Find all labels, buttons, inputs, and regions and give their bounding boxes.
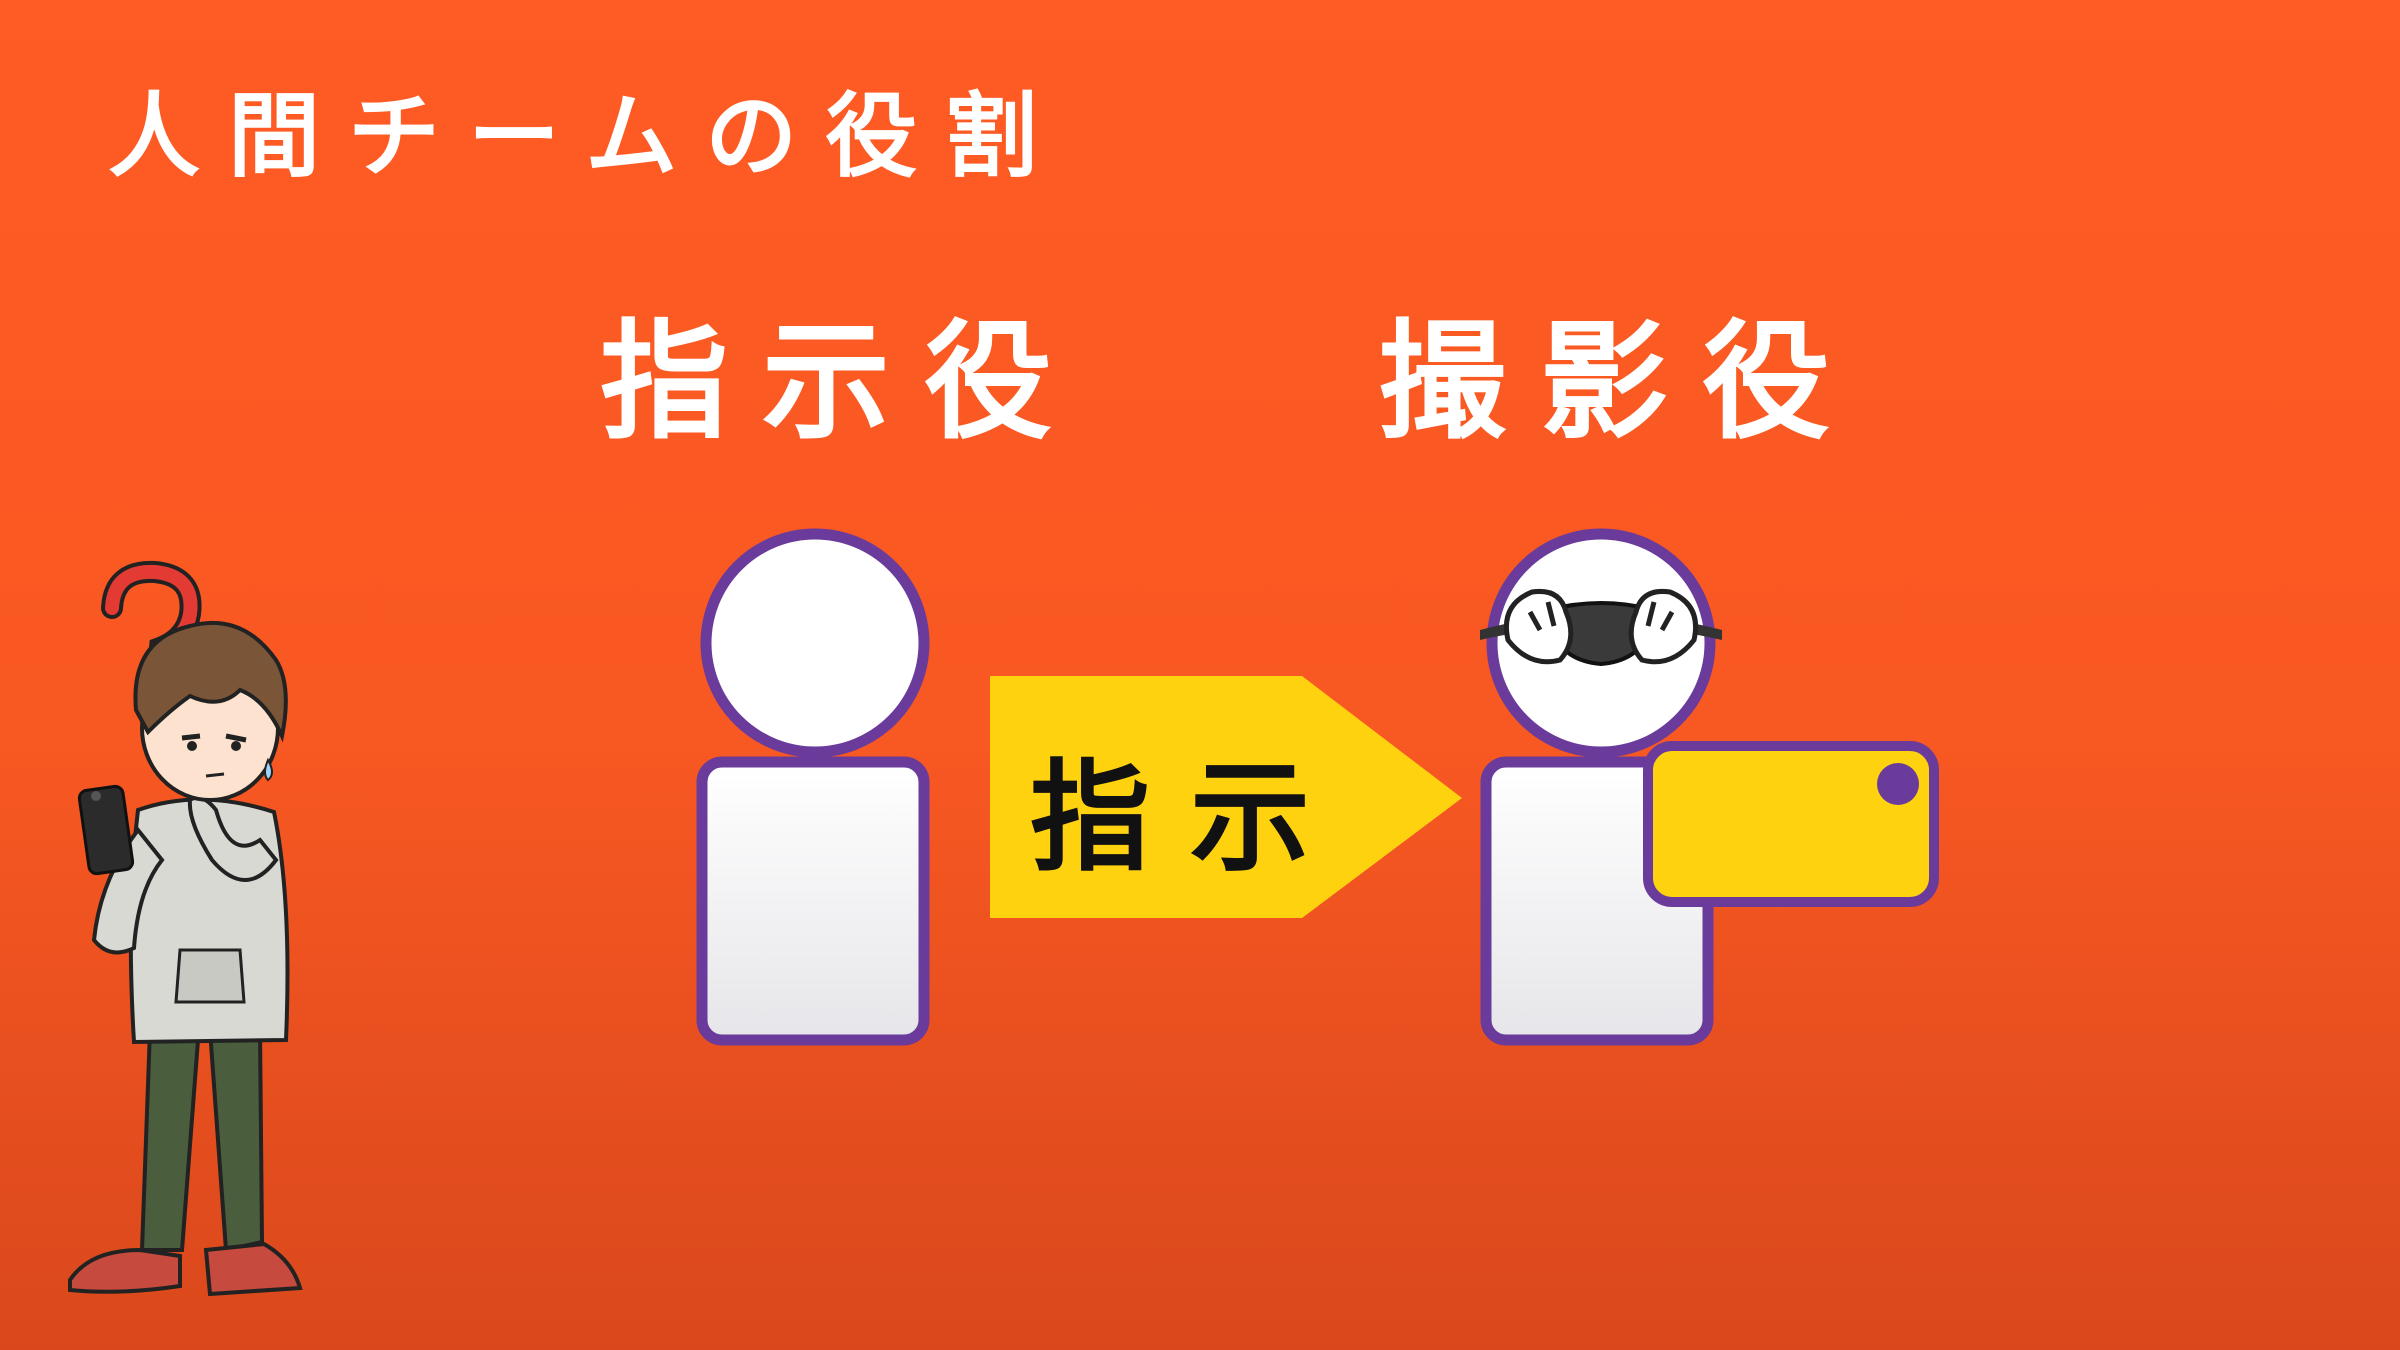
camera-icon [1643,741,1939,907]
arrow-label: 指示 [1030,749,1350,888]
hands-icon [1503,588,1699,665]
confused-boy-illustration [68,560,303,1297]
photographer-person-blindfolded-icon [1480,528,1722,1046]
right-arrow-icon [990,676,1462,918]
photographer-role-label: 撮影役 [1378,308,1865,457]
director-role-label: 指示役 [600,308,1087,457]
slide-title: 人間チームの役割 [108,83,1066,190]
director-person-icon [696,528,930,1046]
